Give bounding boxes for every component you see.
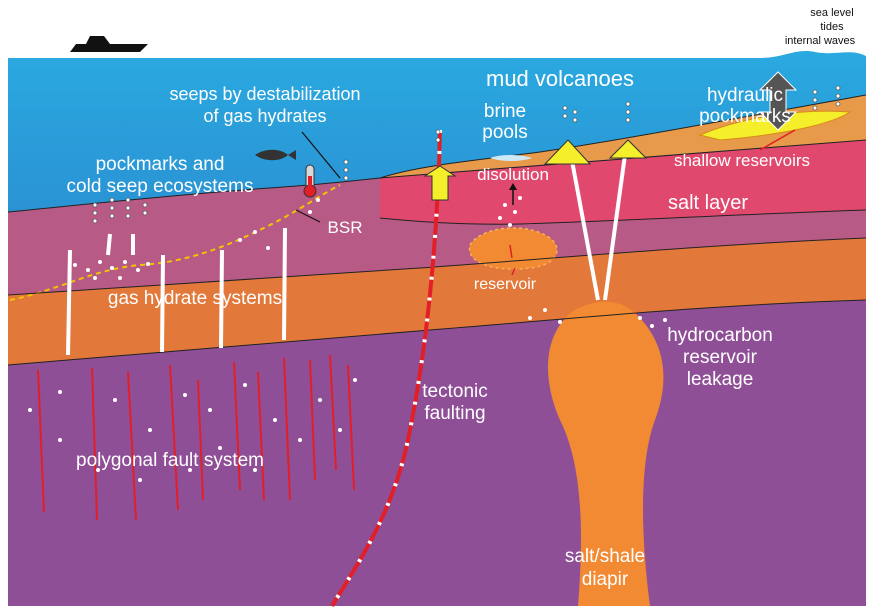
ship-icon — [70, 36, 148, 52]
leakage-label: leakage — [687, 369, 754, 390]
faulting-label: faulting — [424, 403, 485, 424]
hydraulic-label: hydraulic — [707, 85, 783, 106]
thermometer-icon — [304, 165, 316, 197]
hydrocarbon-label: hydrocarbon — [667, 325, 773, 346]
internal-waves-label: internal waves — [785, 35, 856, 47]
polygonal-fault-system-label: polygonal fault system — [76, 450, 264, 471]
mud-volcanoes-label: mud volcanoes — [486, 66, 634, 91]
sea-level-label: sea level — [810, 7, 853, 19]
diapir-label: diapir — [582, 569, 629, 590]
seeps-label-1: seeps by destabilization — [169, 84, 360, 104]
reservoir-label: reservoir — [474, 276, 537, 293]
pockmarks-cold-seep-label-2: cold seep ecosystems — [67, 176, 254, 197]
pockmarks-cold-seep-label-1: pockmarks and — [96, 154, 225, 175]
tides-label: tides — [820, 21, 844, 33]
brine-label: brine — [484, 101, 526, 122]
bsr-label: BSR — [328, 218, 363, 237]
salt-shale-label: salt/shale — [565, 546, 645, 567]
shallow-reservoirs-label: shallow reservoirs — [674, 151, 810, 170]
pockmarks-label: pockmarks — [699, 106, 791, 127]
salt-layer-label: salt layer — [668, 192, 748, 214]
pools-label: pools — [482, 122, 527, 143]
hydrocarbon-reservoir-label: reservoir — [683, 347, 758, 368]
disolution-label: disolution — [477, 165, 549, 184]
gas-hydrate-systems-label: gas hydrate systems — [108, 288, 282, 309]
tectonic-label: tectonic — [422, 381, 487, 402]
seeps-label-2: of gas hydrates — [203, 106, 326, 126]
